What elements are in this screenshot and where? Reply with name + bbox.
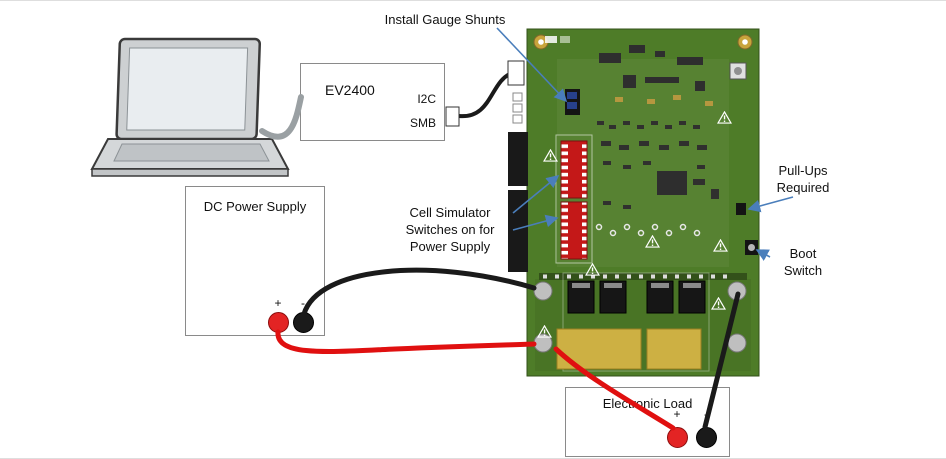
ev2400-label: EV2400 bbox=[325, 82, 375, 98]
dc-supply-minus-label: - bbox=[301, 296, 305, 310]
board-cable-connector bbox=[507, 60, 525, 86]
laptop-display bbox=[126, 47, 249, 131]
pull-ups-label: Pull-Ups Required bbox=[776, 163, 830, 196]
cell-simulator-dip-switch-lower bbox=[560, 201, 588, 260]
load-minus-label: - bbox=[704, 407, 708, 421]
laptop-screen bbox=[115, 37, 262, 141]
gauge-shunt-header bbox=[565, 89, 580, 115]
push-button bbox=[729, 62, 747, 80]
dc-supply-negative-terminal bbox=[293, 312, 314, 333]
edge-pads bbox=[512, 92, 523, 124]
gold-pad-right bbox=[646, 328, 702, 370]
cell-simulator-label: Cell Simulator Switches on for Power Sup… bbox=[405, 205, 495, 255]
supply-negative-wire bbox=[301, 267, 537, 317]
gold-pad-left bbox=[556, 328, 642, 370]
smb-cable bbox=[457, 71, 514, 119]
power-fets bbox=[567, 280, 706, 314]
i2c-port-label: I2C bbox=[417, 92, 436, 106]
test-points bbox=[595, 223, 701, 237]
edge-connector-upper bbox=[508, 132, 528, 186]
dc-power-supply-label: DC Power Supply bbox=[203, 199, 307, 214]
tan-components bbox=[615, 95, 713, 106]
smb-port-label: SMB bbox=[409, 116, 436, 130]
boot-switch-label: Boot Switch bbox=[783, 246, 823, 279]
ic-chips bbox=[599, 45, 705, 195]
ev2400-box: EV2400 I2C SMB bbox=[300, 63, 445, 141]
pullup-component bbox=[736, 203, 746, 215]
laptop-front-edge bbox=[91, 168, 289, 177]
dc-supply-plus-label: + bbox=[274, 296, 282, 310]
small-components bbox=[597, 121, 719, 209]
laptop bbox=[90, 37, 290, 177]
install-gauge-shunts-label: Install Gauge Shunts bbox=[384, 12, 506, 27]
laptop-keyboard bbox=[113, 143, 270, 162]
boot-switch-component bbox=[745, 240, 758, 255]
dc-supply-positive-terminal bbox=[268, 312, 289, 333]
load-plus-label: + bbox=[673, 407, 681, 421]
load-positive-terminal bbox=[667, 427, 688, 448]
pcb-board bbox=[508, 28, 760, 377]
laptop-base bbox=[90, 138, 290, 177]
load-negative-terminal bbox=[696, 427, 717, 448]
terminal-strip bbox=[539, 273, 747, 280]
smb-connector-plug bbox=[445, 106, 460, 127]
cell-simulator-dip-switch-upper bbox=[560, 140, 588, 199]
